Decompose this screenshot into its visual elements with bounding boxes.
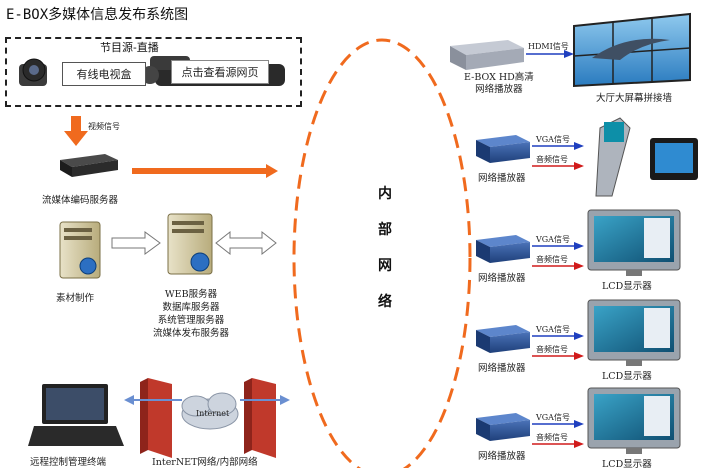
videowall-label: 大厅大屏幕拼接墙 [596,93,673,104]
remote-label: 远程控制管理终端 [30,457,107,468]
lcd-label: LCD显示器 [602,459,652,470]
encoder-icon [60,154,118,177]
network-player-icon [476,325,530,353]
lcd-monitor-icon [587,387,681,454]
lcd-label: LCD显示器 [602,281,652,292]
live-source-heading: 节目源-直播 [100,41,159,54]
arrow-left-blue-icon [124,395,182,405]
material-label: 素材制作 [56,293,95,304]
server-stream: 流媒体发布服务器 [152,328,229,339]
lcd-monitor-icon [587,209,681,276]
vga-label: VGA信号 [536,325,570,334]
hdmi-label: HDMI信号 [528,42,569,51]
vga-label: VGA信号 [536,135,570,144]
live-source-box [5,37,302,107]
network-player-icon [476,135,530,163]
hd-player-line1: E-BOX HD高清 [464,72,534,83]
audio-label: 音频信号 [536,433,568,442]
vga-arrow-icon [532,242,584,250]
audio-label: 音频信号 [536,155,568,164]
audio-label: 音频信号 [536,345,568,354]
lcd-label: LCD显示器 [602,371,652,382]
server-db: 数据库服务器 [162,302,220,313]
internet-cloud-icon [181,392,239,430]
audio-arrow-icon [532,440,584,448]
player-label: 网络播放器 [478,451,526,462]
vga-arrow-icon [532,142,584,150]
firewall-left-icon [140,378,172,458]
vga-arrow-icon [532,420,584,428]
video-signal-label: 视频信号 [88,122,120,131]
vga-label: VGA信号 [536,235,570,244]
hd-player-icon [450,40,524,70]
network-char-4: 络 [378,294,392,310]
network-char-1: 内 [378,186,392,202]
arrow-right-blue-icon [240,395,290,405]
internet-label: InterNET网络/内部网络 [152,457,258,468]
server-sys: 系统管理服务器 [157,315,225,326]
down-arrow-icon [64,116,88,146]
web-server-icon [167,213,213,275]
hollow-arrow-icon [111,231,161,255]
network-player-icon [476,413,530,441]
hdmi-arrow-icon [526,50,574,58]
view-source-button[interactable]: 点击查看源网页 [171,60,269,84]
player-label: 网络播放器 [478,173,526,184]
hd-player-label: E-BOX HD高清 网络播放器 [464,72,534,96]
page-title: E-BOX多媒体信息发布系统图 [6,7,189,23]
cable-tv-box: 有线电视盒 [62,62,146,86]
server-list: WEB服务器 数据库服务器 系统管理服务器 流媒体发布服务器 [150,288,232,340]
kiosk-icon [595,117,631,197]
internet-cloud-label: Internet [196,409,230,418]
player-label: 网络播放器 [478,273,526,284]
vga-label: VGA信号 [536,413,570,422]
firewall-right-icon [244,378,276,458]
network-char-3: 网 [378,258,392,274]
audio-label: 音频信号 [536,255,568,264]
internal-network-ellipse [292,38,472,468]
lcd-monitor-icon [587,299,681,366]
encoder-label: 流媒体编码服务器 [42,195,119,206]
hd-player-line2: 网络播放器 [475,84,523,95]
double-arrow-icon [215,230,277,256]
network-label: 内 部 网 络 [378,176,392,320]
player-label: 网络播放器 [478,363,526,374]
right-arrow-icon [132,164,278,178]
audio-arrow-icon [532,352,584,360]
vga-arrow-icon [532,332,584,340]
videowall-icon [573,12,691,88]
material-server-icon [59,221,101,279]
camera-icon [19,58,47,86]
laptop-icon [28,384,124,446]
audio-arrow-icon [532,162,584,170]
network-player-icon [476,235,530,263]
server-web: WEB服务器 [164,289,218,300]
audio-arrow-icon [532,262,584,270]
touch-terminal-icon [650,138,698,180]
network-char-2: 部 [378,222,392,238]
